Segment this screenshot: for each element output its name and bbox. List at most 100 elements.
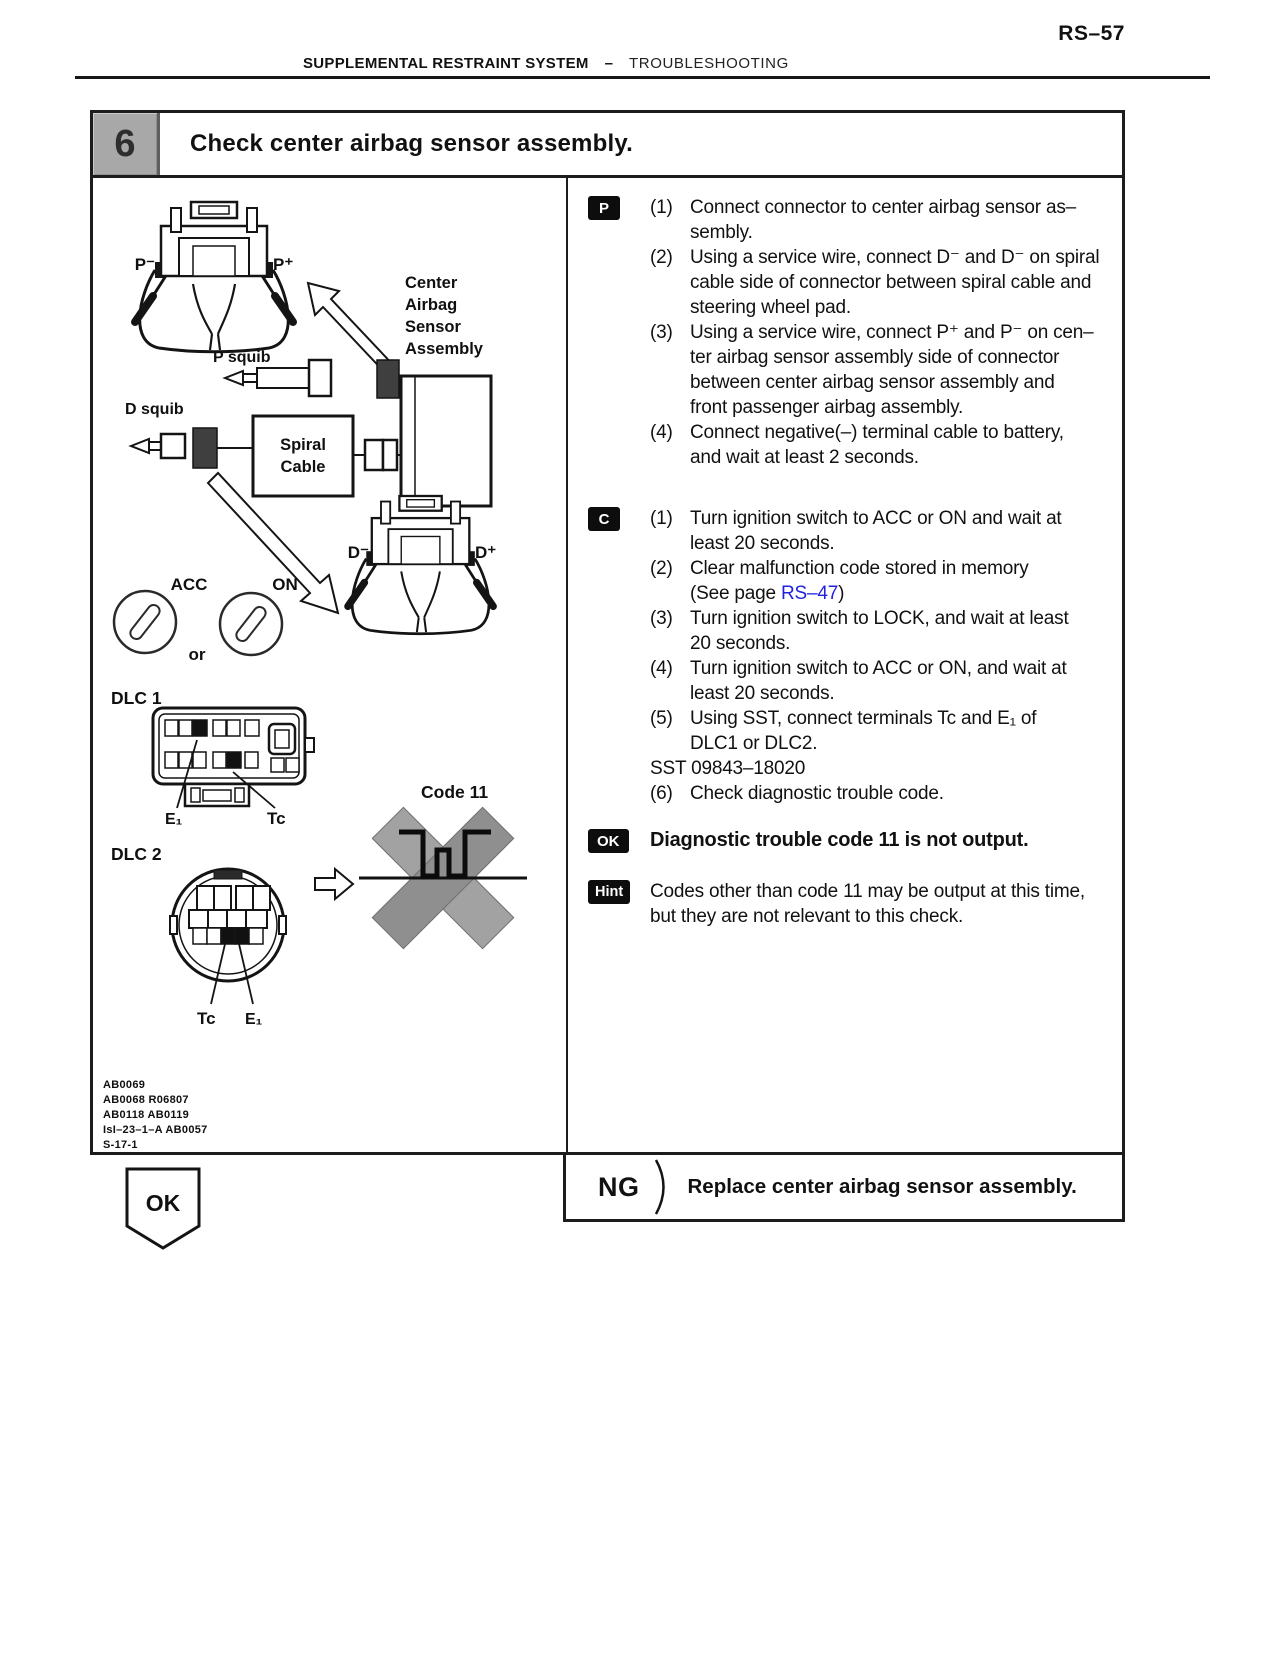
preparation-section: P (1) Connect connector to center airbag… [568, 195, 1112, 470]
step-box: 6 Check center airbag sensor assembly. [90, 110, 1125, 1155]
ng-action-text: Replace center airbag sensor assembly. [687, 1175, 1077, 1198]
item-number: (2) [650, 558, 673, 579]
hint-text: Codes other than code 11 may be output a… [650, 881, 1085, 927]
label-line: Airbag [405, 296, 457, 314]
label-line: Center [405, 274, 458, 292]
d-connector-hatched [192, 427, 218, 469]
or-label: or [189, 645, 206, 664]
ok-tag: OK [588, 829, 629, 853]
ok-result-section: OK Diagnostic trouble code 11 is not out… [568, 828, 1112, 853]
label-line: Assembly [405, 340, 484, 358]
right-arrow-icon [314, 866, 355, 902]
item-text: Connect connector to center airbag senso… [690, 197, 1077, 243]
dlc2-tc-label: Tc [197, 1009, 216, 1028]
item-number: (1) [650, 197, 673, 218]
check-tag: C [588, 507, 620, 531]
sensor-assembly-box [399, 374, 493, 508]
ignition-key-on-icon [218, 591, 284, 657]
dlc2-connector-diagram [169, 867, 287, 1005]
hint-section: Hint Codes other than code 11 may be out… [568, 879, 1112, 929]
preparation-tag: P [588, 196, 620, 220]
dlc1-connector-diagram [151, 706, 315, 809]
item-text: Connect negative(–) terminal cable to ba… [690, 422, 1064, 468]
dlc1-e1-label: E₁ [165, 811, 183, 828]
list-item: (3) Using a service wire, connect P⁺ and… [650, 320, 1112, 420]
header-rule [75, 76, 1210, 79]
item-number: (5) [650, 708, 673, 729]
list-item: (4) Turn ignition switch to ACC or ON, a… [650, 656, 1112, 706]
item-text: Using SST, connect terminals Tc and E₁ o… [690, 708, 1037, 754]
spiral-cable-box [251, 414, 355, 498]
p-minus-label: P⁻ [135, 255, 155, 274]
list-item: (6) Check diagnostic trouble code. [650, 781, 1112, 806]
p-squib-plug-icon [222, 358, 333, 398]
item-text: Turn ignition switch to ACC or ON, and w… [690, 658, 1067, 704]
instructions-panel: P (1) Connect connector to center airbag… [568, 178, 1122, 1155]
rs47-page-link[interactable]: RS–47 [780, 583, 839, 604]
running-header: SUPPLEMENTAL RESTRAINT SYSTEM–TROUBLESHO… [303, 55, 789, 72]
cable-label: Cable [281, 458, 326, 476]
ok-pointer-label: OK [146, 1190, 181, 1216]
d-plus-label: D⁺ [475, 543, 496, 562]
item-text: Clear malfunction code stored in memory (… [690, 556, 1112, 606]
arrow-to-d-connector [206, 471, 340, 615]
item-text: Using a service wire, connect P⁺ and P⁻ … [690, 322, 1094, 418]
list-item: (4) Connect negative(–) terminal cable t… [650, 420, 1112, 470]
inline-connector [381, 438, 399, 472]
figure-reference-codes: AB0069 AB0068 R06807 AB0118 AB0119 IsI–2… [103, 1079, 208, 1151]
ref-code-line: S-17-1 [103, 1139, 138, 1151]
d-squib-connector-diagram [348, 496, 493, 634]
label-line: Sensor [405, 318, 462, 336]
dlc1-tc-label: Tc [267, 809, 286, 828]
dlc2-label: DLC 2 [111, 844, 162, 864]
ok-pointer-shape [125, 1167, 201, 1250]
inline-connector [363, 438, 385, 472]
p-plus-label: P⁺ [273, 255, 293, 274]
item-number: (3) [650, 322, 673, 343]
page-number: RS–57 [1058, 22, 1125, 45]
list-item: (1) Connect connector to center airbag s… [650, 195, 1112, 245]
item-text: Turn ignition switch to LOCK, and wait a… [690, 608, 1069, 654]
ng-label: NG [598, 1171, 640, 1202]
see-page-suffix: ) [838, 583, 845, 604]
step-title: Check center airbag sensor assembly. [190, 130, 633, 157]
item-text-line: Clear malfunction code stored in memory [690, 558, 1029, 579]
running-header-dash: – [604, 55, 614, 72]
list-item: (5) Using SST, connect terminals Tc and … [650, 706, 1112, 756]
item-text: Using a service wire, connect D⁻ and D⁻ … [690, 247, 1100, 318]
running-header-subsection: TROUBLESHOOTING [629, 55, 789, 72]
list-item: (2) Clear malfunction code stored in mem… [650, 556, 1112, 606]
see-page-prefix: (See page [690, 583, 781, 604]
list-item: (1) Turn ignition switch to ACC or ON an… [650, 506, 1112, 556]
list-item: (2) Using a service wire, connect D⁻ and… [650, 245, 1112, 320]
item-number: (3) [650, 608, 673, 629]
p-connector-hatched [376, 359, 400, 399]
ok-result-text: Diagnostic trouble code 11 is not output… [650, 829, 1029, 851]
item-text: Check diagnostic trouble code. [690, 783, 944, 804]
spiral-label: Spiral [280, 436, 326, 454]
diagnostic-waveform [399, 829, 491, 879]
step-title-row: 6 Check center airbag sensor assembly. [93, 113, 1122, 178]
item-number: (4) [650, 422, 673, 443]
p-squib-connector-diagram [135, 202, 293, 352]
ng-bracket-icon [654, 1159, 665, 1215]
code11-label: Code 11 [421, 782, 488, 802]
item-number: (1) [650, 508, 673, 529]
hint-tag: Hint [588, 880, 631, 904]
d-squib-label: D squib [125, 401, 184, 418]
dlc1-label: DLC 1 [111, 688, 162, 708]
dlc2-e1-label: E₁ [245, 1011, 263, 1028]
diagram-panel: P⁻ P⁺ Center Airbag Sensor Assembly P sq… [93, 178, 568, 1155]
ng-result-row: NG Replace center airbag sensor assembly… [563, 1152, 1125, 1222]
item-number: (2) [650, 247, 673, 268]
ref-code-line: AB0069 [103, 1079, 145, 1091]
ignition-key-acc-icon [112, 589, 178, 655]
item-number: (6) [650, 783, 673, 804]
p-squib-label: P squib [213, 349, 271, 366]
running-header-section: SUPPLEMENTAL RESTRAINT SYSTEM [303, 55, 589, 72]
d-minus-label: D⁻ [348, 543, 369, 562]
ref-code-line: IsI–23–1–A AB0057 [103, 1124, 208, 1136]
code11-not-output-icon [359, 806, 527, 950]
d-squib-plug-icon [128, 432, 187, 460]
